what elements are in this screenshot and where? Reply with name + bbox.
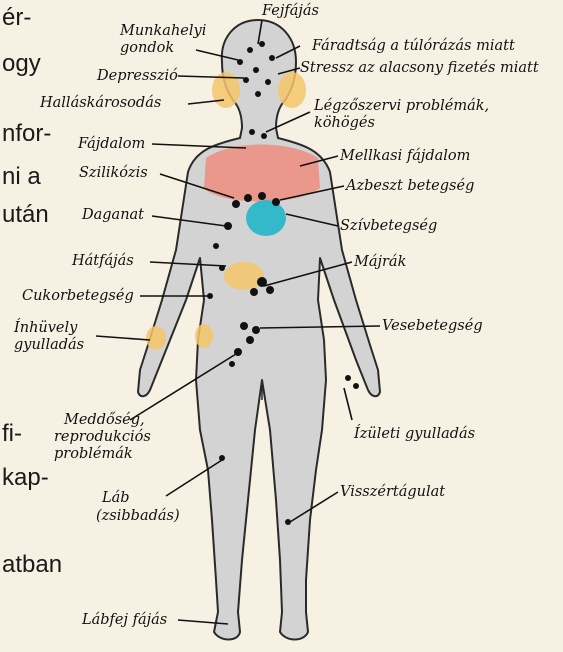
label-medd: Meddőség,: [63, 412, 145, 428]
back-spot: [213, 243, 219, 249]
head-spot: [269, 55, 275, 61]
label-azbeszt: Azbeszt betegség: [344, 178, 474, 194]
kidney-spot: [240, 322, 248, 330]
groin-zone: [195, 324, 213, 348]
label-legzo-2: köhögés: [314, 115, 375, 131]
label-munkahelyi: Munkahelyi: [119, 23, 206, 39]
head-spot: [255, 91, 261, 97]
label-majrak: Májrák: [353, 254, 406, 270]
liver-spot: [266, 286, 274, 294]
label-ineh: Ínhüvely: [13, 318, 78, 336]
side-text-line-6: fi-: [2, 420, 22, 447]
label-visszer: Visszértágulat: [340, 484, 445, 500]
neck-spot: [261, 133, 267, 139]
kidney-spot: [252, 326, 260, 334]
label-daganat: Daganat: [81, 207, 144, 223]
label-izuleti: Ízületi gyulladás: [353, 424, 475, 442]
ear-zone-right: [278, 72, 306, 108]
label-faradtsag: Fáradtság a túlórázás miatt: [311, 38, 515, 54]
side-text-line-4: ni a: [2, 163, 41, 190]
label-fajdalom: Fájdalom: [77, 136, 145, 152]
label-lab-2: (zsibbadás): [96, 508, 180, 524]
leader-ineh: [96, 336, 150, 340]
label-sziv: Szívbetegség: [340, 218, 437, 234]
liver-spot: [250, 288, 258, 296]
label-vese: Vesebetegség: [382, 318, 483, 334]
label-cukor: Cukorbetegség: [22, 288, 134, 304]
wrist-zone: [146, 326, 166, 350]
side-text-line-8: atban: [2, 551, 62, 578]
label-medd-3: problémák: [54, 446, 133, 462]
label-lab: Láb: [101, 490, 130, 506]
back-zone: [224, 262, 264, 290]
label-medd-2: reprodukciós: [54, 429, 151, 445]
heart-zone: [246, 200, 286, 236]
side-text-line-1: ér-: [2, 4, 31, 31]
pelvis-spot: [229, 361, 235, 367]
side-text-line-7: kap-: [2, 464, 49, 491]
leader-izuleti: [344, 388, 352, 420]
side-text-line-3: nfor-: [2, 120, 51, 147]
hand-spot: [353, 383, 359, 389]
label-legzo: Légzőszervi problémák,: [313, 98, 489, 114]
label-hat: Hátfájás: [71, 253, 134, 269]
side-text-line-5: után: [2, 201, 49, 228]
lung-spot: [272, 198, 280, 206]
head-spot: [265, 79, 271, 85]
head-spot: [253, 67, 259, 73]
side-text-line-2: ogy: [2, 50, 41, 77]
label-hallas: Halláskárosodás: [39, 95, 161, 111]
lung-spot: [244, 194, 252, 202]
head-spot: [247, 47, 253, 53]
label-labfej: Lábfej fájás: [81, 612, 167, 628]
neck-spot: [249, 129, 255, 135]
hand-spot: [345, 375, 351, 381]
kidney-spot: [246, 336, 254, 344]
label-munkahelyi-2: gondok: [120, 40, 174, 56]
label-fejfajas: Fejfájás: [261, 3, 319, 19]
label-depresszio: Depresszió: [96, 68, 178, 84]
lung-spot: [258, 192, 266, 200]
label-szilikozis: Szilikózis: [79, 165, 148, 181]
label-stressz: Stressz az alacsony fizetés miatt: [300, 60, 539, 76]
lung-spot: [232, 200, 240, 208]
label-ineh-2: gyulladás: [14, 337, 84, 353]
head-spot: [259, 41, 265, 47]
label-mellkasi: Mellkasi fájdalom: [339, 148, 470, 164]
